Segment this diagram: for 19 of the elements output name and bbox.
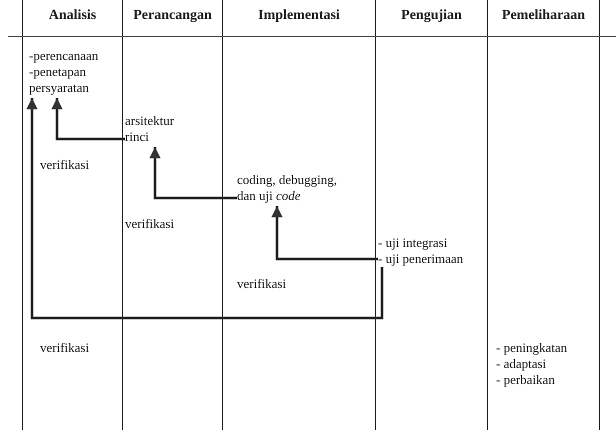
lane-header: Pemeliharaan [500, 8, 586, 24]
step-text: coding, debugging, dan uji code [237, 172, 357, 204]
arrow [149, 147, 237, 200]
step-text: arsitektur rinci [125, 113, 185, 145]
list-item: - uji penerimaan [378, 251, 464, 267]
lane-header: Pengujian [400, 8, 463, 24]
list-item: -penetapan persyaratan [29, 64, 90, 96]
list-item: - adaptasi [496, 356, 548, 372]
lane-header: Analisis [48, 8, 98, 24]
list-item: - perbaikan [496, 372, 556, 388]
arrow [271, 206, 378, 260]
arrow [26, 98, 384, 320]
list-item: - peningkatan [496, 340, 568, 356]
list-item: - uji integrasi [378, 235, 448, 251]
list-item: -perencanaan [29, 48, 100, 64]
swimlane [487, 0, 600, 430]
arrow [51, 98, 125, 140]
lane-header: Implementasi [257, 8, 341, 24]
lane-header: Perancangan [132, 8, 213, 24]
